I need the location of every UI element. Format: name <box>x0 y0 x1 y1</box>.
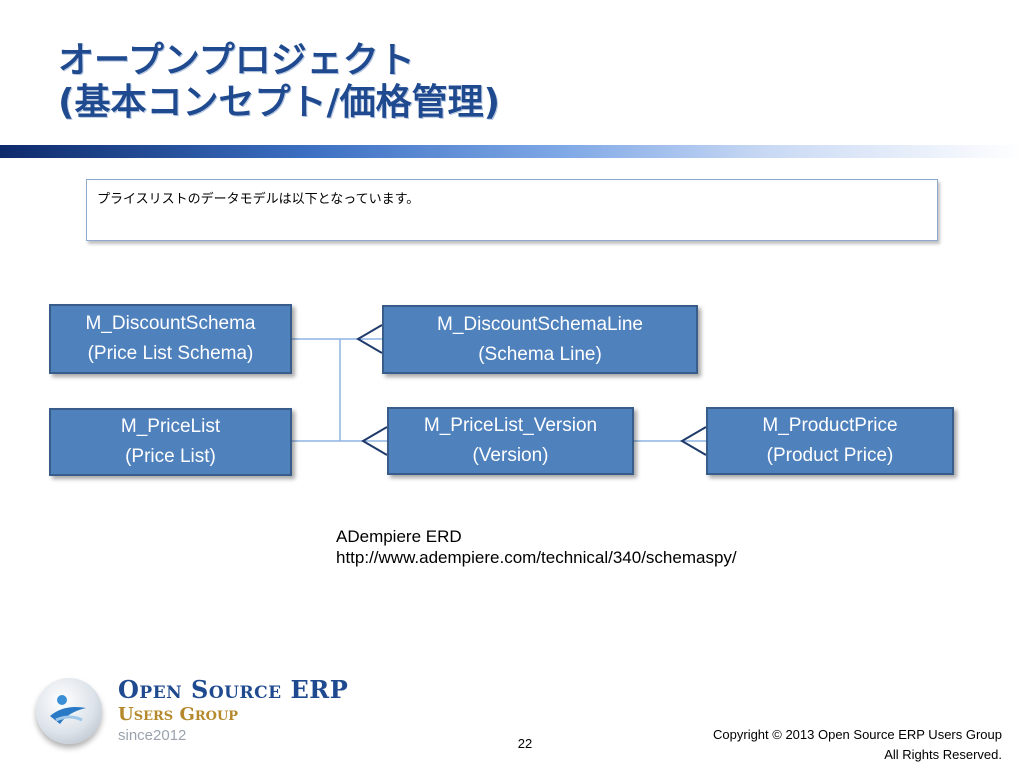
crowfoot-version <box>361 426 388 456</box>
erd-source-title: ADempiere ERD <box>336 527 462 546</box>
erd-source-url: http://www.adempiere.com/technical/340/s… <box>336 548 737 567</box>
entity-discount-schema-line: M_DiscountSchemaLine (Schema Line) <box>382 305 698 374</box>
entity-price-list: M_PriceList (Price List) <box>49 408 292 476</box>
entity-label: (Schema Line) <box>478 343 602 365</box>
logo-subtitle: Users Group <box>118 704 239 725</box>
logo-emblem <box>36 678 102 744</box>
logo-wordmark: Open Source ERP Users Group since2012 <box>118 676 348 746</box>
entity-label: (Product Price) <box>766 445 894 466</box>
entity-label: (Price List) <box>125 446 216 467</box>
erd-source-note: ADempiere ERD http://www.adempiere.com/t… <box>336 526 737 568</box>
logo-since: since2012 <box>118 727 187 744</box>
crowfoot-schemaline <box>356 324 383 354</box>
entity-discount-schema: M_DiscountSchema (Price List Schema) <box>49 304 292 374</box>
title-divider-bar <box>0 145 1024 158</box>
entity-name: M_DiscountSchema <box>85 313 256 334</box>
slide-title: オープンプロジェクト (基本コンセプト/価格管理) <box>58 40 500 124</box>
entity-name: M_PriceList_Version <box>423 415 598 436</box>
logo-figure-icon <box>50 695 86 724</box>
title-line-1: オープンプロジェクト <box>58 40 415 81</box>
copyright-notice: Copyright © 2013 Open Source ERP Users G… <box>713 725 1002 765</box>
description-box: プライスリストのデータモデルは以下となっています。 <box>86 179 938 241</box>
title-line-2: (基本コンセプト/価格管理) <box>58 82 501 123</box>
copyright-line-1: Copyright © 2013 Open Source ERP Users G… <box>713 727 1002 742</box>
entity-name: M_ProductPrice <box>762 415 898 436</box>
entity-name: M_PriceList <box>120 416 221 437</box>
entity-label: (Price List Schema) <box>87 343 254 364</box>
copyright-line-2: All Rights Reserved. <box>884 747 1002 762</box>
crowfoot-productprice <box>680 426 707 456</box>
page-number: 22 <box>517 736 533 751</box>
description-text: プライスリストのデータモデルは以下となっています。 <box>97 192 420 207</box>
entity-price-list-version: M_PriceList_Version (Version) <box>387 407 634 475</box>
entity-product-price: M_ProductPrice (Product Price) <box>706 407 954 475</box>
entity-label: (Version) <box>472 445 549 466</box>
logo-title: Open Source ERP <box>118 675 349 704</box>
entity-name: M_DiscountSchemaLine <box>437 313 643 335</box>
